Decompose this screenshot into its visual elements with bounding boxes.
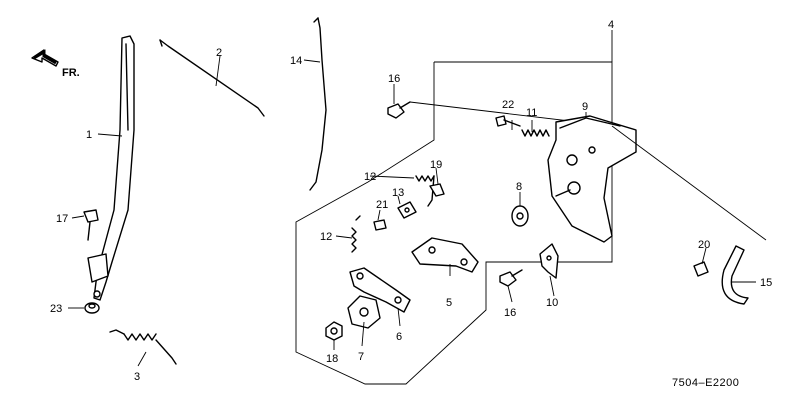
callout-13: 13 <box>392 187 404 199</box>
part-control-plate <box>547 115 637 243</box>
callout-9: 9 <box>582 101 588 113</box>
leader-lines <box>68 55 756 367</box>
callout-12-upper: 12 <box>364 171 376 183</box>
part-bolt-20 <box>693 261 709 277</box>
callout-18: 18 <box>326 353 338 365</box>
callout-16-upper: 16 <box>388 73 400 85</box>
callout-20: 20 <box>698 239 710 251</box>
part-spring-11 <box>521 129 550 137</box>
callout-23: 23 <box>50 303 62 315</box>
callout-labels: 1 2 3 4 5 6 7 8 9 10 11 12 12 13 14 15 1… <box>50 19 772 383</box>
part-clip-10 <box>539 243 559 279</box>
part-cable-clamp-15 <box>721 245 749 305</box>
part-lever-5 <box>411 237 479 273</box>
part-bolt-16-lower <box>499 269 523 287</box>
callout-6: 6 <box>396 331 402 343</box>
front-direction-arrow: FR. <box>31 49 80 79</box>
part-spring-12-upper <box>415 175 435 207</box>
part-cam-7 <box>347 295 381 329</box>
callout-1: 1 <box>86 129 92 141</box>
part-spring-12-lower <box>351 215 361 253</box>
part-rod <box>159 39 265 117</box>
callout-15: 15 <box>760 277 772 289</box>
part-clip-19 <box>429 183 445 197</box>
part-lever-arm <box>87 35 135 301</box>
callout-17: 17 <box>56 213 68 225</box>
part-washer-8 <box>511 205 529 227</box>
callout-2: 2 <box>216 47 222 59</box>
callout-3: 3 <box>134 371 140 383</box>
callout-12-lower: 12 <box>320 231 332 243</box>
part-nut-18 <box>325 321 343 341</box>
diagram-code: 7504–E2200 <box>672 377 739 389</box>
callout-8: 8 <box>516 181 522 193</box>
callout-7: 7 <box>358 351 364 363</box>
direction-label: FR. <box>62 67 80 79</box>
part-bolt-17 <box>83 209 99 241</box>
part-bolt-22 <box>495 115 521 127</box>
callout-5: 5 <box>446 297 452 309</box>
callout-4: 4 <box>608 19 614 31</box>
callout-11: 11 <box>526 107 537 119</box>
part-bracket-6 <box>349 267 411 313</box>
assembly-outline <box>295 30 613 385</box>
callout-16-lower: 16 <box>504 307 516 319</box>
callout-14: 14 <box>290 55 302 67</box>
part-collar-13 <box>397 201 417 219</box>
part-governor-rod <box>309 17 327 191</box>
part-extension-spring <box>109 329 177 365</box>
callout-19: 19 <box>430 159 442 171</box>
part-screw-21 <box>373 219 387 231</box>
callout-21: 21 <box>376 199 388 211</box>
callout-22: 22 <box>502 99 514 111</box>
callout-10: 10 <box>546 297 558 309</box>
part-nut-23 <box>84 302 100 314</box>
